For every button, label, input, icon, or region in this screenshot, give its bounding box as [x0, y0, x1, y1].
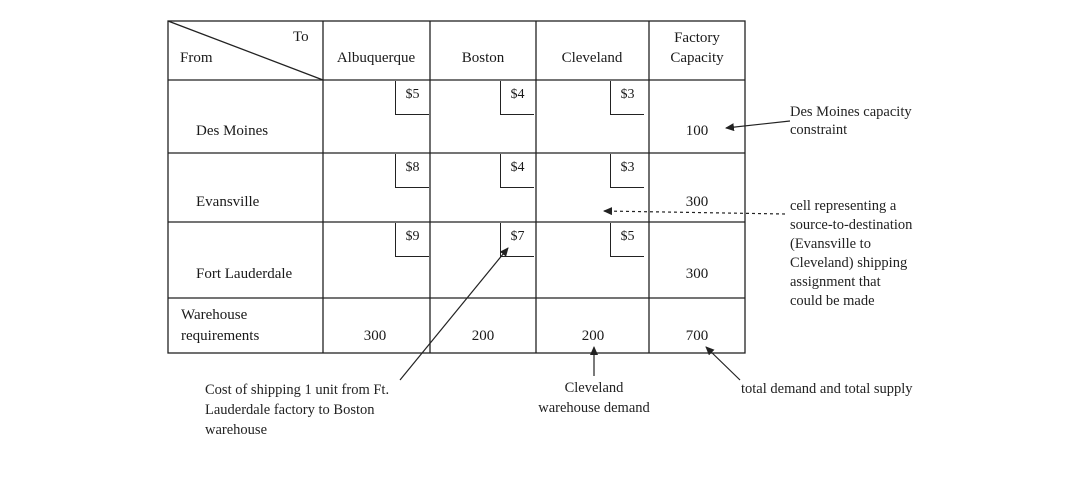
cost-box-evansville-albuquerque: $8 — [395, 154, 429, 188]
requirement-cleveland: 200 — [581, 328, 605, 344]
cost-box-desmoines-albuquerque: $5 — [395, 81, 429, 115]
annotation-cell: cell representing a source-to-destinatio… — [790, 198, 913, 309]
cost-box-desmoines-cleveland: $3 — [610, 81, 644, 115]
cost-box-evansville-cleveland: $3 — [610, 154, 644, 188]
cost-box-fortlauderdale-albuquerque: $9 — [395, 223, 429, 257]
row-label-des-moines: Des Moines — [196, 123, 269, 139]
column-header-cleveland: Cleveland — [561, 50, 623, 66]
total-demand-supply: 700 — [685, 328, 709, 344]
column-header-boston: Boston — [461, 50, 505, 66]
cost-arrow — [399, 247, 509, 381]
row-label-fort-lauderdale: Fort Lauderdale — [196, 266, 293, 282]
capacity-evansville: 300 — [685, 194, 709, 210]
corner-from-label: From — [180, 50, 213, 66]
column-header-capacity-line2: Capacity — [670, 50, 724, 66]
annotation-des-moines-capacity: Des Moines capacity constraint — [790, 104, 912, 138]
cost-box-fortlauderdale-cleveland: $5 — [610, 223, 644, 257]
cost-box-fortlauderdale-boston: $7 — [500, 223, 534, 257]
row-label-requirements-line2: requirements — [181, 328, 260, 344]
requirement-albuquerque: 300 — [363, 328, 387, 344]
total-arrow — [705, 346, 741, 381]
row-label-evansville: Evansville — [196, 194, 260, 210]
corner-to-label: To — [293, 29, 309, 45]
cost-box-desmoines-boston: $4 — [500, 81, 534, 115]
row-label-requirements-line1: Warehouse — [181, 307, 248, 323]
annotation-cost: Cost of shipping 1 unit from Ft. Lauderd… — [205, 382, 390, 438]
capacity-arrow — [725, 120, 791, 132]
column-header-albuquerque: Albuquerque — [336, 50, 416, 66]
annotation-total: total demand and total supply — [741, 381, 913, 397]
annotation-arrows — [399, 120, 791, 381]
requirement-boston: 200 — [471, 328, 495, 344]
capacity-des-moines: 100 — [685, 123, 709, 139]
cost-box-evansville-boston: $4 — [500, 154, 534, 188]
column-header-capacity-line1: Factory — [674, 30, 720, 46]
table-grid — [167, 20, 746, 354]
cell-arrow — [603, 207, 786, 216]
annotation-cleveland-demand: Cleveland warehouse demand — [538, 380, 650, 416]
capacity-fort-lauderdale: 300 — [685, 266, 709, 282]
